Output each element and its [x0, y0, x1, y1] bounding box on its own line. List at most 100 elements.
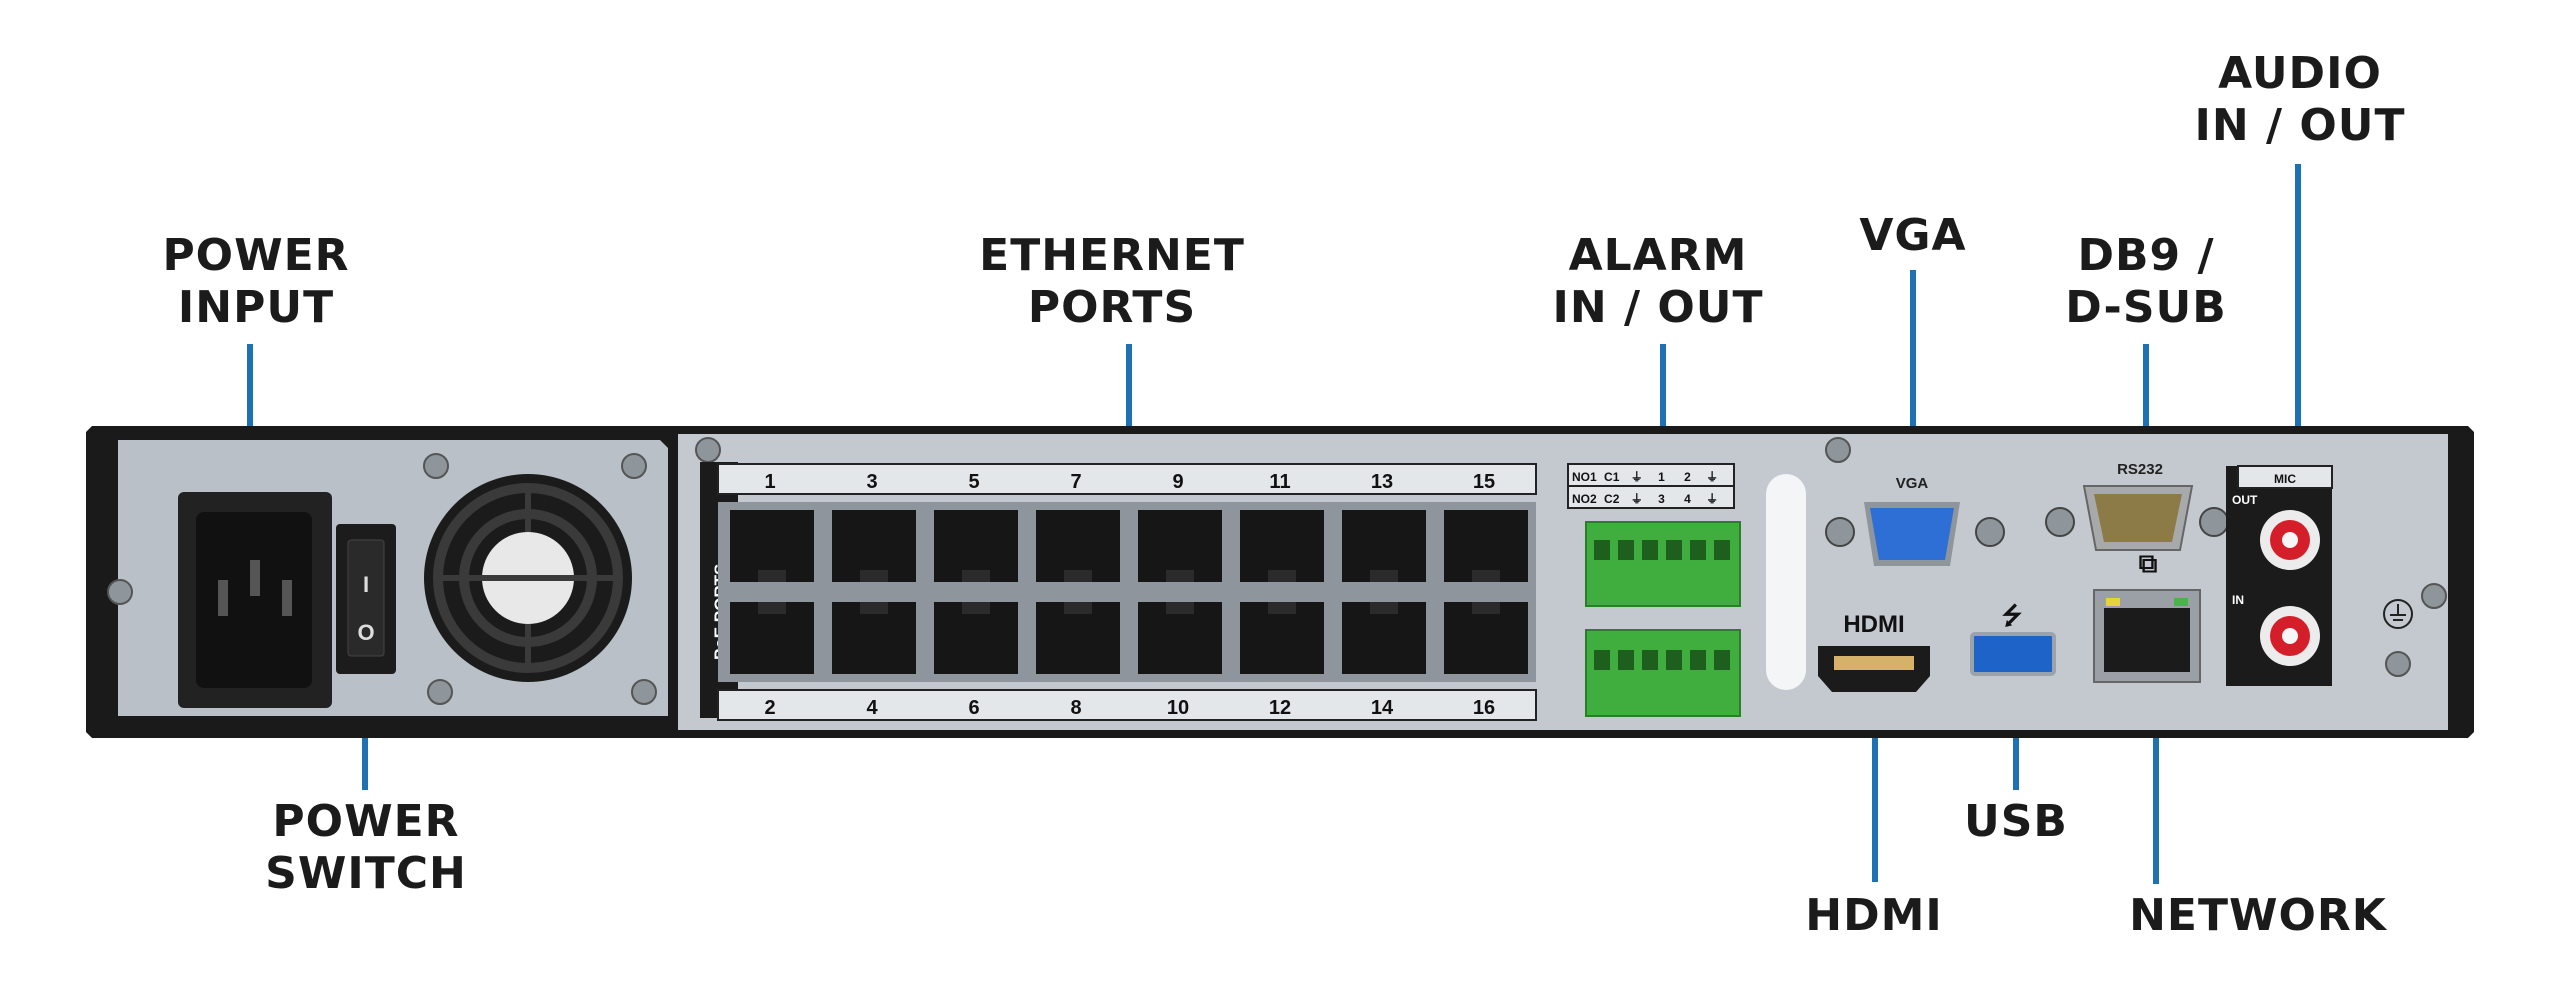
screw-icon	[2385, 651, 2411, 677]
power-inlet-socket	[196, 512, 312, 688]
label-db9: DB9 / D-SUB	[2065, 230, 2227, 334]
label-line: VGA	[1859, 210, 1967, 261]
pin-icon	[282, 580, 292, 616]
label-line: ETHERNET	[979, 230, 1245, 281]
terminal-slot	[1594, 540, 1610, 560]
network-icon: ⧉	[2139, 548, 2158, 578]
rj45-latch-slot	[1472, 602, 1500, 614]
screw-icon	[631, 679, 657, 705]
rj45-latch-slot	[962, 602, 990, 614]
leader-ethernet	[1126, 344, 1132, 504]
fan-icon	[424, 474, 632, 682]
bottom-number-strip	[717, 689, 1537, 721]
leader-audio	[2295, 164, 2301, 532]
screw-icon	[107, 579, 133, 605]
rj45-latch-slot	[1268, 570, 1296, 582]
audio-in-label: IN	[2232, 593, 2244, 607]
terminal-slot	[1666, 650, 1682, 670]
alarm-terminal: NO1 C1 ⏚ 1 2 ⏚ NO2 C2 ⏚ 3 4 ⏚	[1567, 463, 1741, 717]
power-switch[interactable]: I O	[336, 524, 396, 674]
port-number: 13	[1371, 471, 1393, 493]
usb-port[interactable]: ⭍	[1970, 603, 2056, 676]
top-port-numbers: 1 3 5 7 9 11 13 15	[764, 471, 1495, 493]
leader-power-switch	[362, 700, 368, 790]
alarm-pin-label: ⏚	[1706, 470, 1718, 484]
rj45-latch-slot	[1064, 570, 1092, 582]
bottom-port-numbers: 2 4 6 8 10 12 14 16	[764, 697, 1495, 719]
label-hdmi: HDMI	[1805, 890, 1943, 942]
screw-icon	[1825, 437, 1851, 463]
rj45-latch-slot	[758, 602, 786, 614]
led-link	[2106, 598, 2120, 606]
label-alarm: ALARM IN / OUT	[1552, 230, 1763, 334]
hdmi-contacts	[1834, 656, 1914, 670]
terminal-slot	[1642, 650, 1658, 670]
alarm-pin-label: C2	[1604, 492, 1620, 506]
usb-icon: ⭍	[2002, 603, 2022, 630]
poe-port-block: PoE PORTS 1 3 5 7 9 11 13 15 2 4 6 8 10 …	[700, 462, 1537, 721]
hdmi-port[interactable]: HDMI	[1818, 611, 1930, 692]
terminal-slot	[1714, 540, 1730, 560]
alarm-row2: NO2 C2 ⏚ 3 4 ⏚	[1572, 492, 1718, 506]
ground-circle	[2383, 599, 2413, 629]
alarm-pin-label: ⏚	[1631, 470, 1643, 484]
rj45-latch-slot	[962, 570, 990, 582]
db9-pins	[2094, 494, 2182, 542]
hdmi-logo: HDMI	[1843, 611, 1904, 638]
leader-alarm	[1660, 344, 1666, 494]
rj45-latch-slot	[1064, 602, 1092, 614]
port-number: 11	[1269, 471, 1290, 493]
label-ethernet-ports: ETHERNET PORTS	[979, 230, 1245, 334]
port-number: 4	[866, 697, 878, 719]
alarm-terminal-bottom[interactable]	[1585, 629, 1741, 717]
leader-network	[2153, 700, 2159, 884]
alarm-pin-label: NO2	[1572, 492, 1597, 506]
label-audio: AUDIO IN / OUT	[2194, 48, 2405, 152]
vga-label: VGA	[1896, 475, 1929, 492]
switch-rocker[interactable]	[347, 539, 385, 657]
screw-icon	[423, 453, 449, 479]
rs232-port[interactable]: RS232	[2045, 461, 2229, 551]
rca-out-pin	[2282, 532, 2298, 548]
rj45-latch-slot	[758, 570, 786, 582]
alarm-pin-label: ⏚	[1631, 492, 1643, 506]
port-number: 1	[764, 471, 775, 493]
screw-icon	[1825, 517, 1855, 547]
network-port[interactable]: ⧉	[2093, 548, 2201, 683]
port-number: 8	[1070, 697, 1081, 719]
label-line: DB9 /	[2077, 230, 2215, 281]
label-line: PORTS	[1027, 282, 1197, 333]
port-number: 10	[1167, 697, 1189, 719]
port-number: 3	[866, 471, 877, 493]
vga-connector	[1870, 508, 1954, 560]
port-number: 15	[1473, 471, 1495, 493]
label-power-switch: POWER SWITCH	[265, 796, 467, 900]
led-activity	[2174, 598, 2188, 606]
terminal-slot	[1618, 650, 1634, 670]
label-line: POWER	[272, 796, 460, 847]
rj45-latch-slot	[860, 570, 888, 582]
alarm-terminal-top[interactable]	[1585, 521, 1741, 607]
vga-port[interactable]: VGA	[1825, 475, 2005, 566]
rj45-latch-slot	[1472, 570, 1500, 582]
screw-icon	[2421, 583, 2447, 609]
pin-icon	[218, 580, 228, 616]
label-line: USB	[1964, 796, 2068, 847]
label-line: HDMI	[1805, 890, 1943, 941]
mic-label-plate	[2237, 465, 2333, 489]
alarm-pin-label: 1	[1658, 470, 1665, 484]
switch-on-mark: I	[363, 572, 369, 597]
rj45-ports	[730, 510, 1528, 674]
alarm-pin-label: ⏚	[1706, 492, 1718, 506]
port-number: 12	[1269, 697, 1291, 719]
label-line: ALARM	[1568, 230, 1748, 281]
label-line: POWER	[162, 230, 350, 281]
rj45-latch-slot	[1166, 570, 1194, 582]
rj45-latch-slot	[1370, 602, 1398, 614]
label-line: AUDIO	[2218, 48, 2382, 99]
port-number: 5	[968, 471, 979, 493]
port-number: 6	[968, 697, 979, 719]
label-vga: VGA	[1859, 210, 1966, 262]
pin-icon	[250, 560, 260, 596]
